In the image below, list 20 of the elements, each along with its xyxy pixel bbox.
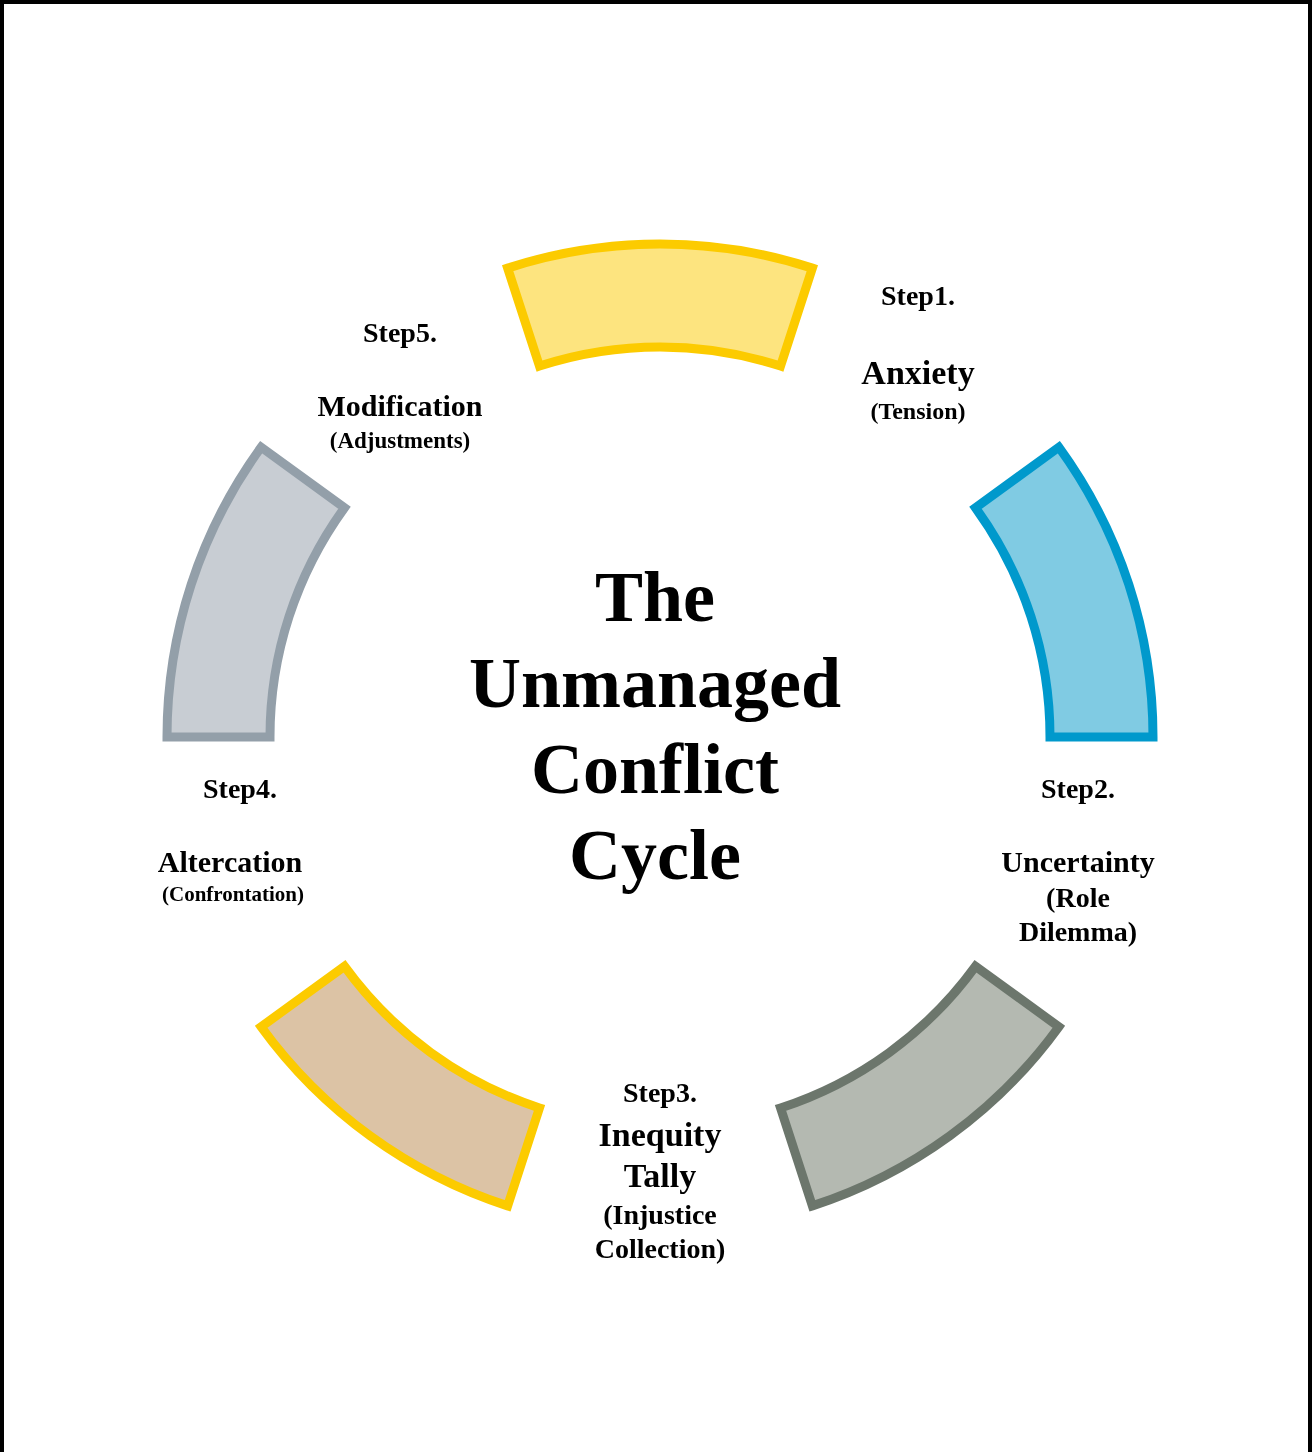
step-subtitle: (Adjustments) (329, 427, 471, 455)
step-number: Step1. (881, 279, 955, 313)
step-number: Step2. (1041, 772, 1115, 806)
step-subtitle: (Injustice Collection) (593, 1198, 727, 1266)
step-number: Step5. (363, 316, 437, 350)
arc-segment (256, 961, 544, 1211)
arc-segment (503, 240, 817, 371)
step-name: Modification (317, 388, 483, 424)
step-name: Anxiety (861, 352, 975, 393)
arc-segment (971, 442, 1158, 742)
step-name: Altercation (157, 844, 303, 880)
step-subtitle: (Tension) (870, 396, 966, 426)
diagram-title: The Unmanaged Conflict Cycle (467, 556, 843, 897)
step-subtitle: (Confrontation) (162, 882, 304, 908)
step-subtitle: (Role Dilemma) (1017, 881, 1139, 949)
arc-segment (776, 961, 1064, 1211)
step-number: Step3. (623, 1076, 697, 1110)
step-name: Uncertainty (1001, 844, 1155, 880)
step-number: Step4. (203, 772, 277, 806)
step-name: Inequity Tally (597, 1115, 723, 1196)
